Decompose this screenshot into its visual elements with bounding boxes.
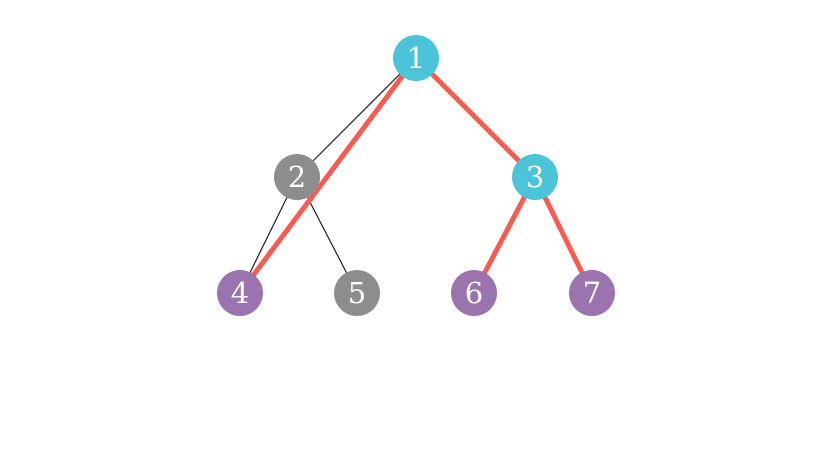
highlighted-edge-1-4 xyxy=(237,56,419,295)
tree-node-6: 6 xyxy=(451,270,497,316)
tree-node-3: 3 xyxy=(512,154,558,200)
node-circle-1 xyxy=(393,35,439,81)
highlighted-edge-1-3 xyxy=(414,56,537,179)
node-circle-3 xyxy=(512,154,558,200)
node-circle-4 xyxy=(217,270,263,316)
nodes-layer: 1 2 3 4 5 6 7 xyxy=(217,35,615,316)
tree-node-5: 5 xyxy=(334,270,380,316)
node-circle-6 xyxy=(451,270,497,316)
tree-node-7: 7 xyxy=(569,270,615,316)
node-circle-5 xyxy=(334,270,380,316)
tree-node-1: 1 xyxy=(393,35,439,81)
node-circle-2 xyxy=(274,154,320,200)
edge-1-2 xyxy=(296,57,417,178)
tree-node-4: 4 xyxy=(217,270,263,316)
tree-node-2: 2 xyxy=(274,154,320,200)
node-circle-7 xyxy=(569,270,615,316)
